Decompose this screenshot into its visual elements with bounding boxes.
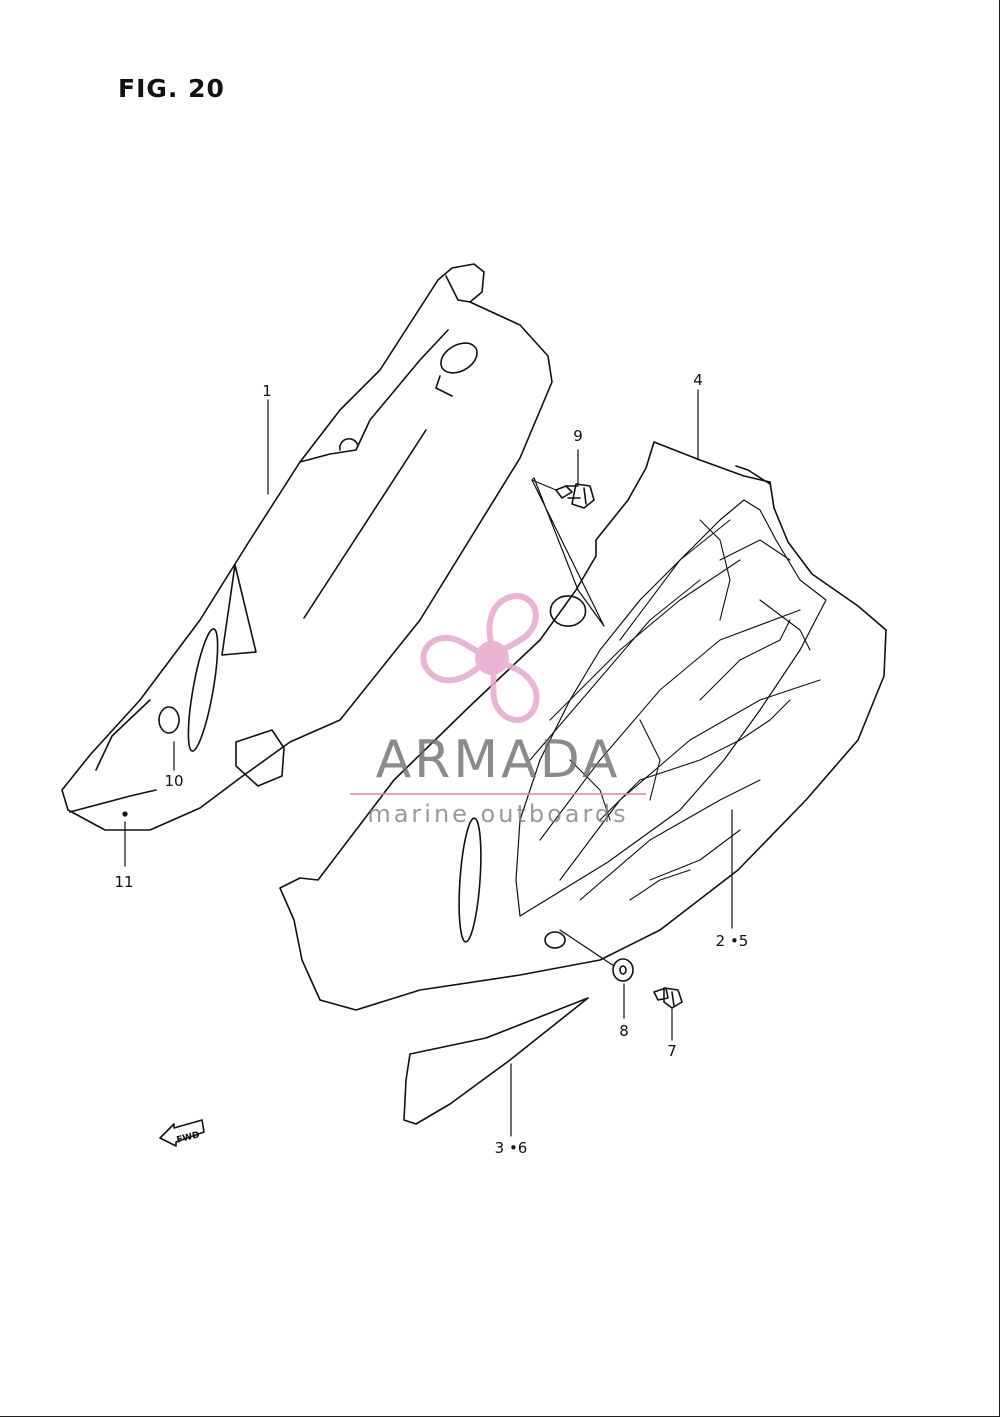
label-part-11: 11: [114, 873, 134, 891]
frame-cover-part-1: [61, 263, 553, 831]
decal-graphic-part-2-5: [529, 519, 821, 901]
propeller-blade: [420, 635, 490, 684]
watermark-divider: [350, 793, 646, 795]
label-part-8: 8: [619, 1022, 629, 1040]
washer-part-8: [612, 958, 634, 982]
side-panel-part-4: [279, 441, 887, 1011]
label-part-2-5: 2 •5: [715, 932, 749, 950]
label-part-4: 4: [693, 371, 703, 389]
leader-lines: [122, 389, 733, 1137]
watermark-brand-name: ARMADA: [375, 730, 621, 790]
label-part-7: 7: [667, 1042, 677, 1060]
lower-strip-part-3-6: [403, 997, 589, 1125]
figure-title: FIG. 20: [118, 74, 225, 103]
propeller-hub: [475, 641, 509, 675]
propeller-blade: [490, 660, 540, 724]
label-part-9: 9: [573, 427, 583, 445]
screw-part-7: [653, 987, 683, 1009]
watermark-tagline: marine outboards: [367, 800, 629, 828]
label-part-1: 1: [262, 382, 272, 400]
label-part-3-6: 3 •6: [494, 1139, 528, 1157]
label-part-10: 10: [164, 772, 184, 790]
propeller-blade: [486, 593, 539, 657]
fwd-arrow-icon: FWD: [159, 1119, 205, 1147]
bolt-part-9: [555, 483, 595, 509]
propeller-icon: [420, 593, 540, 724]
